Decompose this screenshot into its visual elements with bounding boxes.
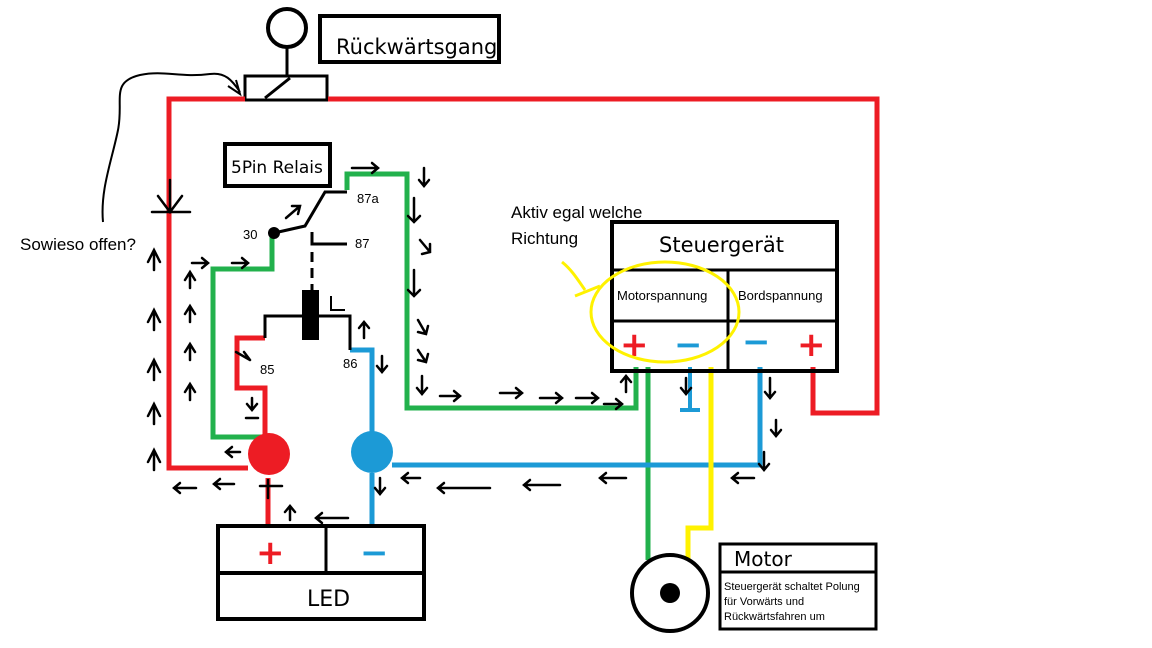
- reverse-gear-label-box: [318, 14, 501, 64]
- arrow-icon: [498, 386, 524, 400]
- pin-86-label: 86: [343, 356, 357, 371]
- arrow-icon: [598, 471, 628, 485]
- green-wire-loop: [210, 233, 275, 440]
- relay-coil-icon: [302, 290, 319, 340]
- motor-note-line3: Rückwärtsfahren um: [724, 611, 825, 623]
- arrow-icon: [763, 376, 777, 400]
- reverse-gear-label: Rückwärtsgang: [336, 35, 497, 59]
- motor-note-line1: Steuergerät schaltet Polung: [724, 581, 860, 593]
- active-label-line1: Aktiv egal welche: [511, 203, 642, 222]
- arrow-icon: [416, 348, 430, 364]
- arrow-icon: [146, 401, 162, 426]
- arrow-icon: [172, 481, 198, 495]
- arrow-icon: [146, 447, 162, 472]
- arrow-icon: [436, 481, 492, 495]
- arrow-icon: [418, 238, 432, 256]
- motor-note-line2: für Vorwärts und: [724, 596, 804, 608]
- arrow-icon: [150, 178, 192, 215]
- arrow-icon: [314, 511, 350, 525]
- arrow-icon: [400, 471, 422, 485]
- arrow-icon: [538, 391, 564, 405]
- led-red-node: [248, 433, 290, 475]
- arrow-icon: [373, 476, 387, 496]
- motor-info-box: [718, 542, 878, 631]
- arrow-icon: [438, 389, 462, 403]
- arrow-icon: [146, 307, 162, 332]
- blue-wire-board: [392, 367, 763, 468]
- arrow-icon: [245, 396, 259, 412]
- arrow-icon: [619, 374, 633, 394]
- relay-label-box: [223, 142, 332, 188]
- motor-title: Motor: [734, 547, 793, 571]
- arrow-icon: [757, 450, 771, 472]
- pin-87-label: 87: [355, 236, 369, 251]
- arrow-icon: [416, 318, 430, 336]
- motor-voltage-label: Motorspannung: [617, 288, 707, 303]
- arrow-icon: [183, 341, 197, 362]
- red-wire-main: [166, 96, 248, 471]
- arrow-icon: [190, 256, 210, 270]
- arrow-icon: [284, 204, 302, 220]
- board-plus: +: [797, 325, 826, 365]
- led-minus: −: [360, 533, 389, 573]
- arrow-icon: [183, 381, 197, 402]
- red-wire-85: [234, 335, 268, 443]
- yellow-wire-motor: [685, 367, 714, 560]
- pin-87a-label: 87a: [357, 191, 379, 206]
- arrow-icon: [602, 397, 624, 411]
- arrow-icon: [375, 354, 389, 374]
- arrow-icon: [406, 268, 422, 298]
- arrow-icon: [417, 166, 431, 188]
- arrow-icon: [350, 161, 380, 175]
- green-wire-87a: [344, 171, 639, 411]
- relay-label: 5Pin Relais: [231, 158, 323, 178]
- reverse-lamp-icon: [266, 7, 308, 49]
- annotation-squiggle: [101, 72, 241, 223]
- active-label-line2: Richtung: [511, 229, 578, 248]
- arrow-icon: [283, 504, 297, 522]
- arrow-icon: [574, 391, 600, 405]
- arrow-icon: [357, 320, 371, 340]
- flow-arrows: [146, 161, 783, 525]
- arrow-icon: [258, 478, 284, 500]
- arrow-icon: [146, 247, 162, 272]
- led-plus: +: [256, 533, 285, 573]
- controller-title: Steuergerät: [659, 233, 784, 257]
- arrow-icon: [234, 350, 252, 362]
- led-label: LED: [307, 587, 350, 612]
- arrow-icon: [183, 303, 197, 324]
- reverse-switch: [243, 74, 329, 102]
- arrow-icon: [406, 196, 422, 224]
- arrow-icon: [183, 269, 197, 290]
- arrow-icon: [224, 445, 242, 459]
- pin-85-label: 85: [260, 362, 274, 377]
- highlight-ellipse: [589, 260, 741, 364]
- arrow-icon: [679, 376, 693, 396]
- pin-30-label: 30: [243, 227, 257, 242]
- red-wire-board: [328, 96, 880, 416]
- arrow-icon: [769, 418, 783, 438]
- led-blue-node: [351, 431, 393, 473]
- blue-wire-86: [350, 347, 375, 432]
- arrow-icon: [146, 357, 162, 382]
- controller-box: [610, 220, 839, 373]
- board-minus: −: [742, 322, 771, 362]
- arrow-icon: [522, 478, 562, 492]
- arrow-icon: [415, 374, 429, 396]
- arrow-icon: [212, 477, 236, 491]
- anyway-open-label: Sowieso offen?: [20, 235, 136, 254]
- arrow-icon: [230, 256, 250, 270]
- arrow-icon: [730, 471, 756, 485]
- board-voltage-label: Bordspannung: [738, 288, 823, 303]
